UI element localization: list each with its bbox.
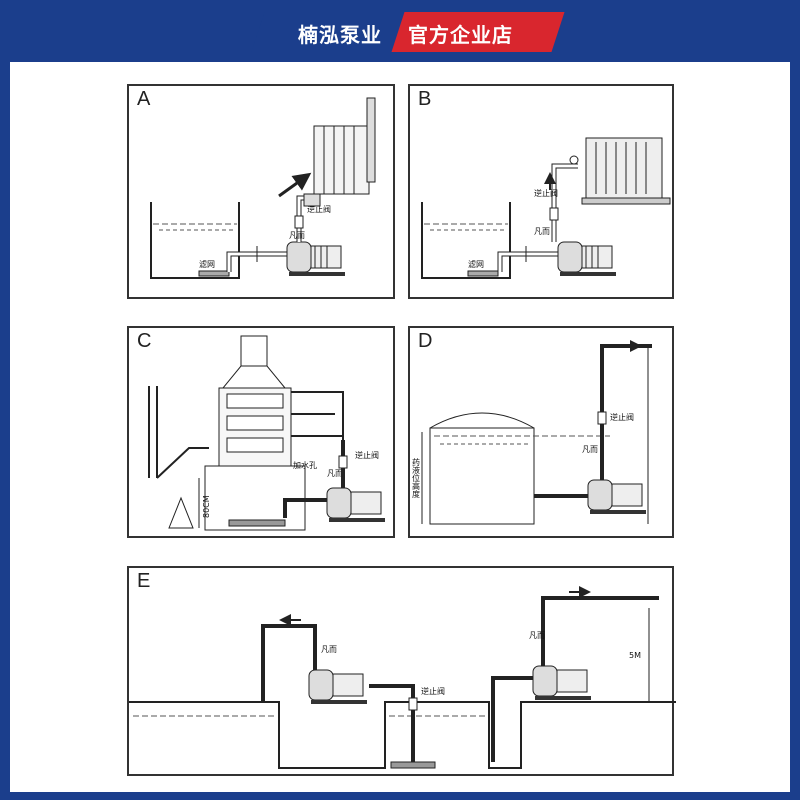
filter-icon bbox=[467, 270, 499, 277]
check-valve-icon bbox=[338, 455, 348, 469]
panel-d: D 药液位高度 逆止阀 凡而 bbox=[408, 326, 674, 538]
heat-exchanger-icon bbox=[313, 125, 370, 195]
check-valve-label: 逆止阀 bbox=[610, 412, 634, 422]
filter-icon bbox=[198, 270, 230, 277]
pump-icon bbox=[557, 241, 583, 273]
check-valve-icon bbox=[408, 697, 418, 711]
liquid-level-label: 药液位高度 bbox=[412, 457, 421, 499]
pump-icon bbox=[587, 479, 613, 511]
valve-label: 凡而 bbox=[289, 231, 305, 240]
filter-press-icon bbox=[585, 137, 663, 199]
check-valve-label: 逆止阀 bbox=[421, 686, 445, 696]
motor-icon bbox=[581, 245, 613, 269]
height-label: 5M bbox=[629, 651, 641, 660]
brand-name: 楠泓泵业 bbox=[298, 23, 382, 47]
filter-label: 滤网 bbox=[468, 259, 484, 269]
pump-icon-right bbox=[532, 665, 558, 697]
panel-b: B 滤网 逆止阀 凡而 bbox=[408, 84, 674, 299]
header-banner: 楠泓泵业 官方企业店 bbox=[0, 0, 800, 62]
check-valve-icon bbox=[294, 215, 304, 229]
pump-icon bbox=[286, 241, 312, 273]
fill-hole-label: 加水孔 bbox=[293, 460, 317, 470]
valve-label-right: 凡而 bbox=[529, 631, 545, 640]
panel-e: E 凡而 逆止阀 凡而 5M bbox=[127, 566, 676, 776]
panel-letter: D bbox=[418, 330, 433, 352]
filter-label: 滤网 bbox=[199, 259, 215, 269]
check-valve-label: 逆止阀 bbox=[355, 450, 379, 460]
motor-icon bbox=[310, 245, 342, 269]
diagram-d: 药液位高度 逆止阀 凡而 bbox=[412, 340, 652, 525]
motor-icon-right bbox=[556, 669, 588, 693]
check-valve-label: 逆止阀 bbox=[307, 204, 331, 214]
motor-icon-left bbox=[332, 673, 364, 697]
chemical-tank-icon bbox=[429, 427, 535, 525]
check-valve-label: 逆止阀 bbox=[534, 188, 558, 198]
motor-icon bbox=[350, 491, 382, 515]
store-name: 官方企业店 bbox=[408, 23, 513, 47]
panel-letter: C bbox=[137, 330, 152, 352]
diagram-c: 80CM 加水孔 逆止阀 凡而 bbox=[148, 335, 385, 531]
diagram-b: 滤网 逆止阀 凡而 bbox=[421, 137, 671, 279]
panel-letter: A bbox=[137, 88, 151, 110]
height-label: 80CM bbox=[202, 495, 211, 518]
valve-label: 凡而 bbox=[534, 227, 550, 236]
panel-letter: E bbox=[137, 570, 151, 592]
panel-letter: B bbox=[418, 88, 432, 110]
valve-label: 凡而 bbox=[582, 445, 598, 454]
pump-icon bbox=[326, 487, 352, 519]
pump-icon-left bbox=[308, 669, 334, 701]
check-valve-icon bbox=[549, 207, 559, 221]
panel-c: C 80CM 加水孔 逆止阀 凡而 bbox=[127, 326, 395, 538]
valve-label-left: 凡而 bbox=[321, 645, 337, 654]
diagram-e: 凡而 逆止阀 凡而 5M bbox=[129, 586, 676, 769]
motor-icon bbox=[611, 483, 643, 507]
panel-a: A 滤网 逆止阀 凡而 bbox=[127, 84, 395, 299]
diagram-a: 滤网 逆止阀 凡而 bbox=[150, 97, 376, 279]
check-valve-icon bbox=[597, 411, 607, 425]
valve-label: 凡而 bbox=[327, 469, 343, 478]
